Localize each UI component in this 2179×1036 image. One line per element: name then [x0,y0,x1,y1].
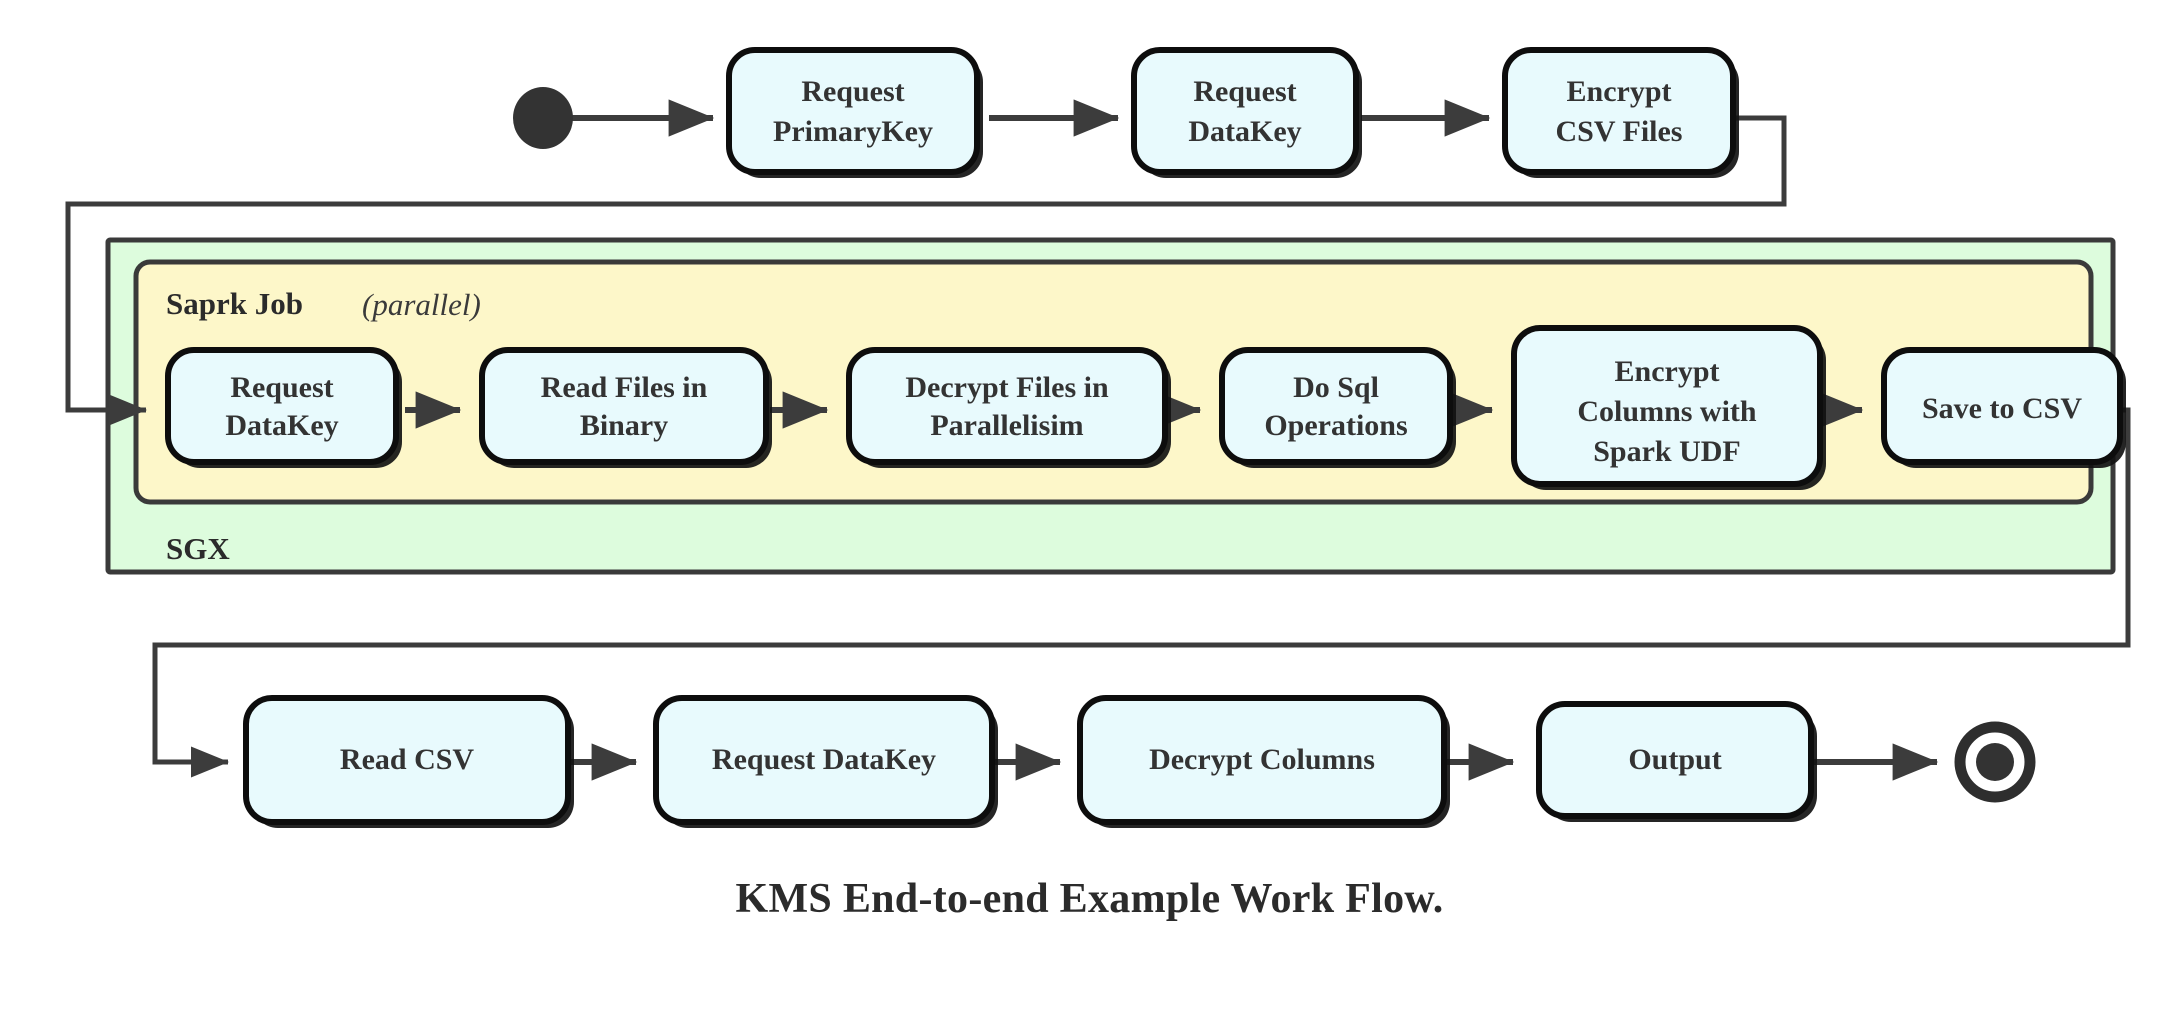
node-label-line1: Do Sql [1293,371,1379,404]
node-label-line2: Operations [1264,409,1407,442]
node-decrypt-files-in-parallelisim[interactable]: Decrypt Files in Parallelisim [846,347,1171,468]
start-node [513,87,573,149]
node-label-line2: DataKey [225,409,338,442]
node-output[interactable]: Output [1536,701,1817,822]
node-label-line1: Encrypt [1615,355,1720,388]
node-encrypt-columns-with-spark-udf[interactable]: Encrypt Columns with Spark UDF [1511,325,1826,490]
node-decrypt-columns[interactable]: Decrypt Columns [1077,695,1450,828]
node-label-line1: Output [1628,743,1721,776]
diagram-caption: KMS End-to-end Example Work Flow. [735,876,1444,922]
node-label-line1: Read Files in [541,371,708,404]
edge-encrypt-csv-to-spark-datakey [65,115,1787,426]
node-label-line1: Read CSV [340,743,475,776]
node-label-line2: Parallelisim [930,409,1083,442]
node-label-line2: DataKey [1188,115,1301,148]
node-label-line2: CSV Files [1556,115,1683,148]
node-label-line1: Encrypt [1567,75,1672,108]
node-label-line1: Request [230,371,333,404]
node-label-line2: Binary [580,409,668,442]
node-request-datakey-bottom[interactable]: Request DataKey [653,695,998,828]
node-request-primarykey[interactable]: Request PrimaryKey [726,47,983,178]
node-request-datakey-top[interactable]: Request DataKey [1131,47,1362,178]
end-node [1954,721,2036,803]
node-do-sql-operations[interactable]: Do Sql Operations [1219,347,1456,468]
group-sgx-label: SGX [166,531,230,566]
group-spark-label: Saprk Job [166,286,303,321]
node-label-line3: Spark UDF [1593,435,1741,468]
node-label-line1: Request [801,75,904,108]
node-read-files-in-binary[interactable]: Read Files in Binary [479,347,772,468]
node-label-line1: Decrypt Files in [905,371,1109,404]
node-save-to-csv[interactable]: Save to CSV [1881,347,2126,468]
node-label-line1: Save to CSV [1922,392,2082,425]
node-label-line2: PrimaryKey [773,115,933,148]
node-read-csv[interactable]: Read CSV [243,695,574,828]
node-request-datakey-spark[interactable]: Request DataKey [165,347,402,468]
group-spark-label-suffix: (parallel) [362,287,481,322]
node-label-line1: Decrypt Columns [1149,743,1375,776]
node-label-line1: Request [1193,75,1296,108]
node-encrypt-csv-files[interactable]: Encrypt CSV Files [1502,47,1739,178]
node-label-line1: Request DataKey [712,743,936,776]
node-label-line2: Columns with [1577,395,1757,428]
